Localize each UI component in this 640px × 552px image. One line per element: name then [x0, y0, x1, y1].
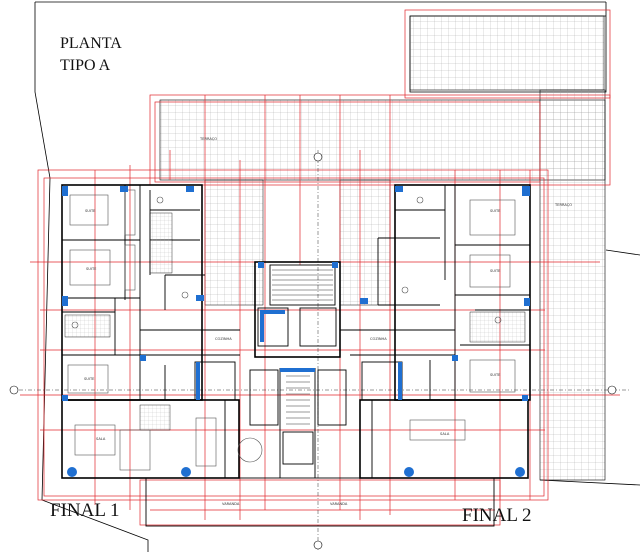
plan-title-line2: TIPO A	[60, 57, 111, 74]
drain-icon	[181, 467, 191, 477]
sofa-icon	[74, 424, 116, 456]
round-table-icon	[237, 437, 263, 463]
bed-icon	[469, 359, 516, 393]
toilet-icon	[181, 291, 189, 299]
column-icon	[140, 355, 146, 361]
bed-icon	[69, 249, 111, 286]
svg-text:SALA: SALA	[96, 437, 106, 441]
toilet-icon	[416, 196, 424, 204]
svg-text:SALA: SALA	[440, 432, 450, 436]
sofa-icon	[119, 429, 151, 471]
plan-title-line1: PLANTA	[60, 35, 122, 52]
bed-icon	[469, 254, 511, 288]
column-icon	[524, 298, 530, 306]
sink-icon	[71, 321, 79, 329]
interior-partitions	[62, 185, 530, 478]
bed-icon	[469, 199, 516, 236]
wet-areas	[64, 212, 526, 431]
column-icon	[196, 295, 204, 301]
svg-text:SUITE: SUITE	[490, 209, 501, 213]
svg-text:COZINHA: COZINHA	[215, 337, 232, 341]
closet-icon	[124, 189, 136, 236]
column-icon	[186, 186, 194, 192]
bed-icon	[67, 364, 109, 394]
svg-text:SUITE: SUITE	[86, 267, 97, 271]
column-icon	[522, 186, 530, 196]
axis-markers	[9, 152, 617, 550]
dining-table-icon	[195, 417, 217, 467]
svg-text:TERRAÇO: TERRAÇO	[199, 137, 217, 141]
toilet-icon	[401, 286, 409, 294]
column-icon	[280, 368, 315, 372]
column-icon	[62, 186, 68, 196]
drain-icon	[404, 467, 414, 477]
column-icon	[120, 186, 128, 192]
column-icon	[62, 296, 68, 306]
site-boundary	[34, 1, 640, 552]
axis-marker-icon	[313, 540, 323, 550]
kitchen-counter-icon	[409, 419, 466, 441]
column-icon	[395, 186, 403, 192]
svg-text:COZINHA: COZINHA	[370, 337, 387, 341]
stair-core	[272, 269, 333, 425]
room-labels: SUITE SUITE SUITE SUITE SUITE SUITE SALA…	[84, 137, 572, 506]
axis-lines	[10, 150, 630, 552]
svg-text:SUITE: SUITE	[490, 373, 501, 377]
column-icon	[360, 298, 368, 304]
axis-marker-icon	[9, 385, 19, 395]
drain-icon	[515, 467, 525, 477]
axis-marker-icon	[607, 385, 617, 395]
toilet-icon	[156, 196, 164, 204]
column-icon	[62, 395, 68, 401]
column-icon	[258, 262, 264, 268]
column-icon	[452, 355, 458, 361]
column-icon	[196, 362, 200, 400]
axis-marker-icon	[313, 152, 323, 162]
column-icon	[332, 262, 338, 268]
column-icon	[260, 310, 285, 314]
sink-icon	[494, 316, 502, 324]
drain-icon	[67, 467, 77, 477]
column-markers	[62, 186, 530, 477]
terrace-grid	[159, 15, 606, 481]
unit-label-right: FINAL 2	[462, 505, 532, 526]
unit-label-left: FINAL 1	[50, 500, 120, 521]
column-icon	[398, 362, 402, 400]
svg-text:TERRAÇO: TERRAÇO	[554, 203, 572, 207]
svg-text:VARANDA: VARANDA	[330, 502, 348, 506]
svg-text:SUITE: SUITE	[85, 209, 96, 213]
closet-icon	[124, 244, 136, 291]
furniture	[67, 189, 516, 471]
building-walls	[61, 184, 531, 527]
red-construction-lines	[20, 9, 620, 526]
column-icon	[522, 395, 528, 401]
bed-icon	[69, 194, 109, 226]
column-icon	[260, 310, 264, 342]
svg-text:SUITE: SUITE	[490, 269, 501, 273]
svg-text:SUITE: SUITE	[84, 377, 95, 381]
svg-text:VARANDA: VARANDA	[222, 502, 240, 506]
